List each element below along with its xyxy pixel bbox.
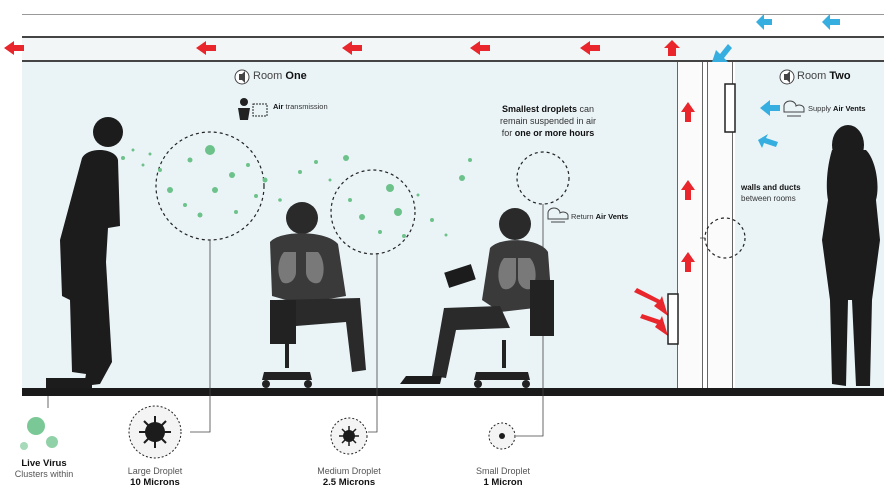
supply-air-vents-label: Supply Air Vents	[808, 104, 866, 113]
wall-droplet-zone	[704, 217, 746, 259]
medium-droplet-icon	[330, 417, 368, 455]
return-air-vents-label: Return Air Vents	[571, 212, 629, 221]
large-droplet-icon	[128, 405, 182, 459]
small-droplet-icon	[488, 422, 516, 450]
vent-icon	[547, 207, 569, 223]
wall-arrow-2	[681, 180, 695, 200]
live-virus-cluster-icon	[20, 417, 58, 450]
seated-person-right	[400, 208, 554, 388]
return-vent	[667, 293, 679, 345]
seated-person-left	[262, 202, 366, 388]
standing-man-silhouette	[46, 117, 123, 388]
duct-arrow-1	[4, 41, 24, 55]
supply-arrow-4	[760, 100, 780, 116]
return-arrow-2	[640, 314, 668, 336]
duct-line-top	[22, 36, 884, 38]
medium-droplet-zone	[330, 169, 416, 255]
leader-lines	[47, 204, 705, 437]
caption-small-droplet: Small Droplet 1 Micron	[475, 466, 531, 488]
supply-vent-icon	[783, 100, 805, 117]
caption-large-droplet: Large Droplet 10 Microns	[127, 466, 183, 488]
return-arrow-1	[634, 288, 668, 316]
room-one-title: Room One	[253, 70, 307, 82]
duct-line-bottom	[22, 60, 884, 62]
room-two-title: Room Two	[797, 70, 851, 82]
duct-arrow-6	[664, 40, 680, 56]
speaker-icon	[234, 69, 250, 85]
wall-arrow-3	[681, 252, 695, 272]
duct-top-edge	[22, 14, 884, 15]
person-transmission-icon	[238, 98, 268, 120]
duct-arrow-3	[342, 41, 362, 55]
supply-arrow-3	[712, 44, 732, 62]
caption-live-virus: Live Virus Clusters within	[14, 458, 74, 479]
supply-arrow-5	[758, 134, 778, 148]
speaker-icon-room-two	[779, 69, 795, 85]
floor	[22, 388, 884, 396]
standing-woman-silhouette	[822, 125, 880, 386]
duct-arrow-2	[196, 41, 216, 55]
air-transmission-label: Air transmission	[273, 102, 328, 111]
smallest-droplets-note: Smallest droplets can remain suspended i…	[499, 104, 597, 138]
small-droplet-zone	[516, 151, 570, 205]
supply-arrow-1	[756, 14, 772, 30]
duct-arrow-4	[470, 41, 490, 55]
duct-arrow-5	[580, 41, 600, 55]
supply-arrow-2	[822, 14, 840, 30]
supply-vent	[724, 83, 736, 133]
caption-medium-droplet: Medium Droplet 2.5 Microns	[317, 466, 381, 488]
wall-arrow-1	[681, 102, 695, 122]
aerosol-particles	[121, 145, 472, 238]
